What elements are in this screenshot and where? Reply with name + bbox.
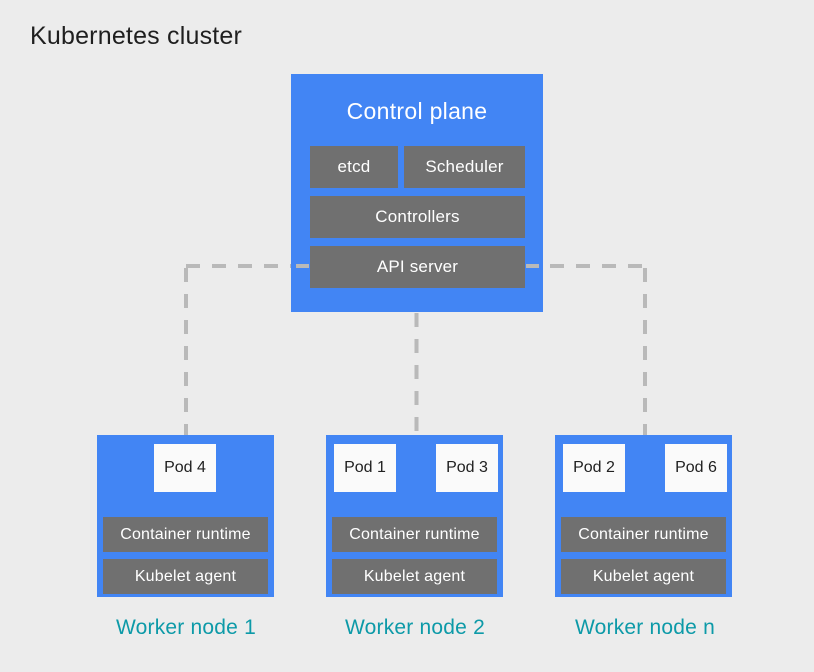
etcd-box: etcd <box>310 146 398 188</box>
worker-node-n-box: Pod 2 Pod 6 Container runtime Kubelet ag… <box>555 435 732 597</box>
pod-box: Pod 4 <box>154 444 216 492</box>
container-runtime-box: Container runtime <box>103 517 268 552</box>
pod-box: Pod 3 <box>436 444 498 492</box>
kubelet-agent-box: Kubelet agent <box>561 559 726 594</box>
diagram-title: Kubernetes cluster <box>30 22 243 50</box>
worker-node-n-label: Worker node n <box>575 616 715 639</box>
pod-box: Pod 1 <box>334 444 396 492</box>
worker-node-2-label: Worker node 2 <box>345 616 485 639</box>
kubelet-agent-box: Kubelet agent <box>103 559 268 594</box>
connector-stub-right <box>526 264 539 268</box>
worker-node-2-box: Pod 1 Pod 3 Container runtime Kubelet ag… <box>326 435 503 597</box>
worker-node-1-label: Worker node 1 <box>116 616 256 639</box>
connector-stub-left <box>296 264 309 268</box>
pod-box: Pod 2 <box>563 444 625 492</box>
worker-node-1-box: Pod 4 Container runtime Kubelet agent <box>97 435 274 597</box>
control-plane-box: Control plane etcd Scheduler Controllers… <box>291 74 543 312</box>
container-runtime-box: Container runtime <box>332 517 497 552</box>
scheduler-box: Scheduler <box>404 146 525 188</box>
controllers-box: Controllers <box>310 196 525 238</box>
control-plane-title: Control plane <box>346 98 488 124</box>
pod-box: Pod 6 <box>665 444 727 492</box>
api-server-box: API server <box>310 246 525 288</box>
kubelet-agent-box: Kubelet agent <box>332 559 497 594</box>
container-runtime-box: Container runtime <box>561 517 726 552</box>
